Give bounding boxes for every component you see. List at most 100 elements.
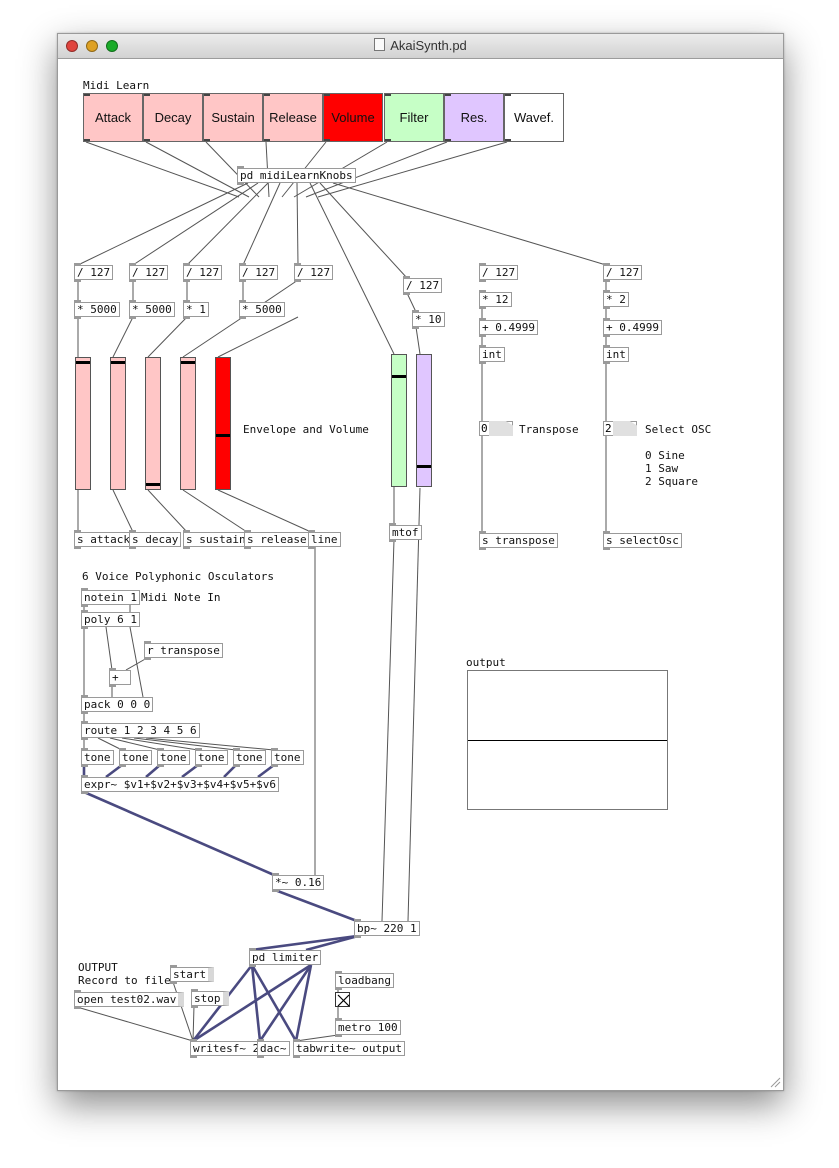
- control-cord[interactable]: [145, 141, 250, 198]
- filter-slider[interactable]: [391, 354, 407, 487]
- signal-cord[interactable]: [294, 964, 313, 1042]
- receive-transpose[interactable]: r transpose: [144, 641, 223, 660]
- decay-learn-button[interactable]: Decay: [143, 93, 203, 142]
- control-cord[interactable]: [97, 737, 123, 751]
- control-cord[interactable]: [147, 316, 188, 358]
- tone-voice-4[interactable]: tone: [195, 748, 228, 767]
- control-cord[interactable]: [145, 737, 275, 751]
- div-127-sustain[interactable]: / 127: [183, 263, 223, 282]
- slider-knob[interactable]: [417, 465, 431, 468]
- signal-cord[interactable]: [192, 963, 312, 1043]
- control-cord[interactable]: [332, 182, 607, 266]
- control-cord[interactable]: [305, 141, 448, 198]
- control-cord[interactable]: [133, 737, 237, 751]
- control-cord[interactable]: [76, 1006, 194, 1042]
- notein-object[interactable]: notein 1: [81, 588, 140, 607]
- close-button[interactable]: [66, 40, 78, 52]
- mul-2-wavef[interactable]: * 2: [603, 290, 629, 309]
- control-cord[interactable]: [121, 737, 199, 751]
- control-cord[interactable]: [147, 489, 188, 533]
- line-object[interactable]: line: [308, 530, 341, 549]
- decay-slider[interactable]: [110, 357, 126, 490]
- output-array[interactable]: [467, 670, 668, 810]
- mtof-object[interactable]: mtof: [389, 523, 422, 542]
- control-cord[interactable]: [217, 489, 312, 533]
- tone-voice-3[interactable]: tone: [157, 748, 190, 767]
- slider-knob[interactable]: [111, 361, 125, 364]
- res-learn-button[interactable]: Res.: [444, 93, 504, 142]
- patch-canvas[interactable]: Midi Learn Envelope and Volume Transpose…: [58, 59, 783, 1090]
- control-cord[interactable]: [85, 141, 240, 198]
- tone-voice-2[interactable]: tone: [119, 748, 152, 767]
- mul-5000-attack[interactable]: * 5000: [74, 300, 120, 319]
- send-sustain[interactable]: s sustain: [183, 530, 249, 549]
- open-file-message[interactable]: open test02.wav: [74, 990, 185, 1009]
- slider-knob[interactable]: [216, 434, 230, 437]
- control-cord[interactable]: [182, 316, 244, 358]
- control-cord[interactable]: [109, 737, 161, 751]
- int-wavef[interactable]: int: [603, 345, 629, 364]
- metro-toggle[interactable]: [335, 992, 350, 1007]
- control-cord[interactable]: [129, 626, 144, 698]
- div-127-release[interactable]: / 127: [239, 263, 279, 282]
- attack-learn-button[interactable]: Attack: [83, 93, 143, 142]
- attack-slider[interactable]: [75, 357, 91, 490]
- signal-cord[interactable]: [105, 763, 123, 779]
- control-cord[interactable]: [295, 1034, 339, 1042]
- mul-5000-release[interactable]: * 5000: [239, 300, 285, 319]
- control-cord[interactable]: [296, 182, 299, 266]
- signal-cord[interactable]: [305, 934, 359, 952]
- signal-cord[interactable]: [250, 964, 262, 1042]
- mul-5000-decay[interactable]: * 5000: [129, 300, 175, 319]
- bandpass-object[interactable]: bp~ 220 1: [354, 919, 420, 938]
- send-selectosc[interactable]: s selectOsc: [603, 531, 682, 550]
- tone-voice-5[interactable]: tone: [233, 748, 266, 767]
- filter-learn-button[interactable]: Filter: [384, 93, 444, 142]
- send-transpose[interactable]: s transpose: [479, 531, 558, 550]
- plus-object[interactable]: +: [109, 668, 131, 687]
- slider-knob[interactable]: [76, 361, 90, 364]
- add-offset-transpose[interactable]: + 0.4999: [479, 318, 538, 337]
- sustain-learn-button[interactable]: Sustain: [203, 93, 263, 142]
- control-cord[interactable]: [381, 539, 395, 922]
- signal-cord[interactable]: [251, 934, 358, 952]
- int-transpose[interactable]: int: [479, 345, 505, 364]
- mul-1-sustain[interactable]: * 1: [183, 300, 209, 319]
- send-attack[interactable]: s attack: [74, 530, 133, 549]
- control-cord[interactable]: [132, 182, 259, 266]
- control-cord[interactable]: [407, 487, 421, 922]
- release-slider[interactable]: [180, 357, 196, 490]
- control-cord[interactable]: [112, 316, 134, 358]
- signal-cord[interactable]: [145, 764, 161, 778]
- sustain-slider[interactable]: [145, 357, 161, 490]
- tone-voice-6[interactable]: tone: [271, 748, 304, 767]
- poly-object[interactable]: poly 6 1: [81, 610, 140, 629]
- mul-signal-object[interactable]: *~ 0.16: [272, 873, 325, 892]
- control-cord[interactable]: [192, 1005, 195, 1042]
- send-decay[interactable]: s decay: [129, 530, 182, 549]
- div-127-filter[interactable]: / 127: [403, 276, 443, 295]
- tabwrite-object[interactable]: tabwrite~ output: [293, 1039, 405, 1058]
- control-cord[interactable]: [415, 326, 421, 355]
- pack-object[interactable]: pack 0 0 0: [81, 695, 154, 714]
- select-osc-number-box[interactable]: 2: [603, 421, 637, 436]
- metro-object[interactable]: metro 100: [335, 1018, 401, 1037]
- signal-cord[interactable]: [181, 763, 199, 779]
- control-cord[interactable]: [186, 182, 269, 266]
- div-127-wavef[interactable]: / 127: [603, 263, 643, 282]
- expr-sum-object[interactable]: expr~ $v1+$v2+$v3+$v4+$v5+$v6: [81, 775, 280, 794]
- control-cord[interactable]: [77, 182, 249, 266]
- div-127-volume[interactable]: / 127: [294, 263, 334, 282]
- div-127-attack[interactable]: / 127: [74, 263, 114, 282]
- limiter-object[interactable]: pd limiter: [249, 948, 322, 967]
- signal-cord[interactable]: [274, 888, 358, 923]
- route-object[interactable]: route 1 2 3 4 5 6: [81, 721, 200, 740]
- control-cord[interactable]: [309, 182, 395, 355]
- midilearn-knobs-object[interactable]: pd midiLearnKnobs: [237, 166, 356, 185]
- dac-object[interactable]: dac~: [257, 1039, 290, 1058]
- stop-message[interactable]: stop: [191, 989, 229, 1008]
- writesf-object[interactable]: writesf~ 2: [190, 1039, 263, 1058]
- control-cord[interactable]: [125, 657, 148, 671]
- div-127-decay[interactable]: / 127: [129, 263, 169, 282]
- control-cord[interactable]: [105, 626, 113, 671]
